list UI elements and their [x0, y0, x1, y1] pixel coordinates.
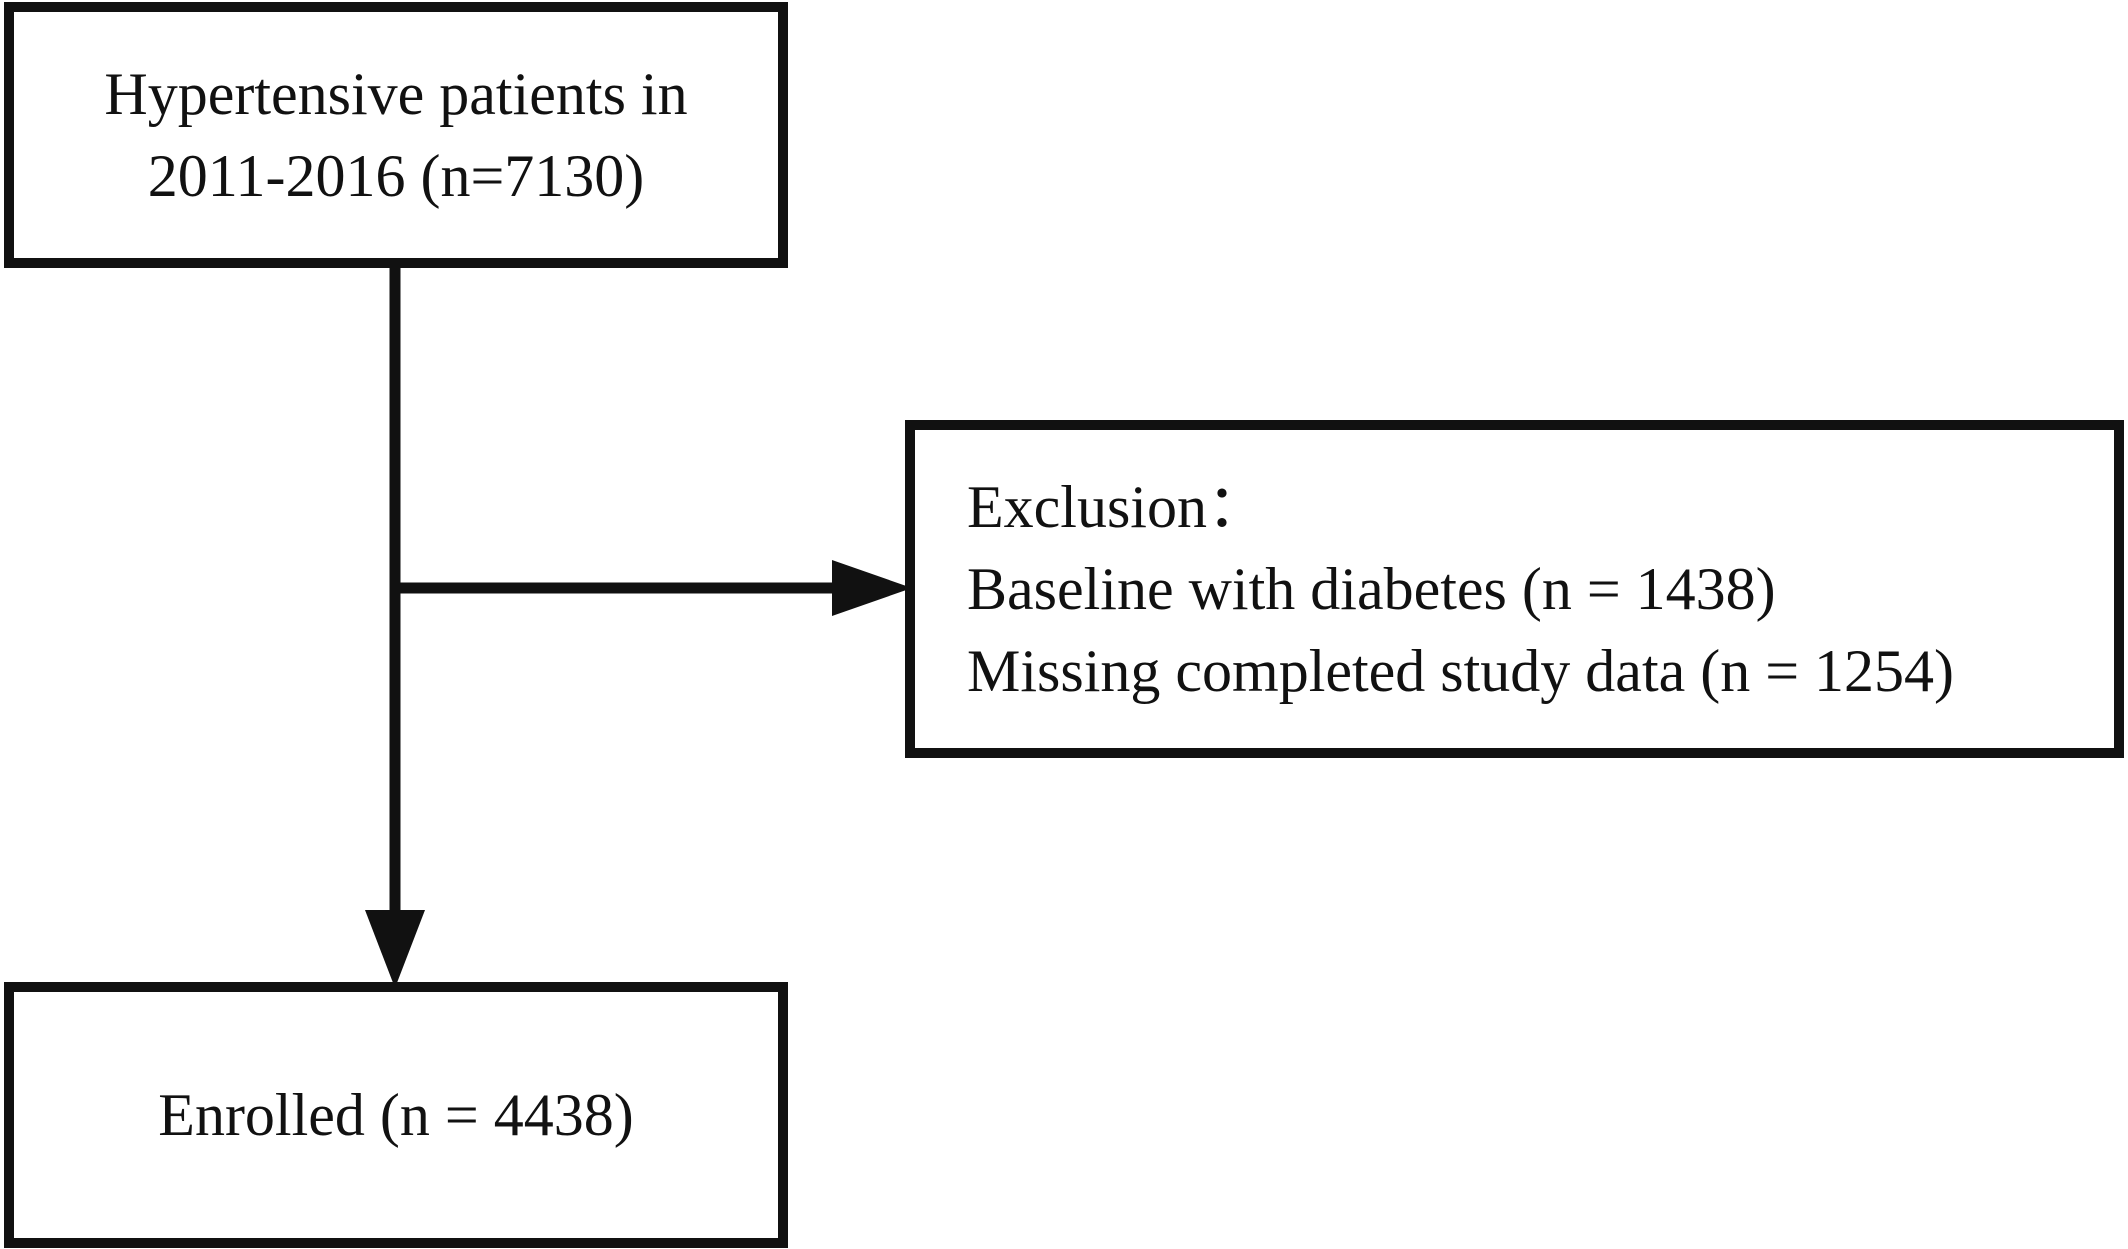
exclusion-item-missing-data: Missing completed study data (n = 1254)	[967, 638, 1955, 704]
right-arrowhead	[832, 560, 912, 616]
start-box: Hypertensive patients in 2011-2016 (n=71…	[4, 2, 788, 268]
down-arrowhead	[365, 910, 425, 988]
exclusion-heading: Exclusion：	[967, 474, 1267, 540]
exclusion-box: Exclusion： Baseline with diabetes (n = 1…	[905, 420, 2124, 758]
exclusion-item-diabetes: Baseline with diabetes (n = 1438)	[967, 556, 1776, 622]
start-box-line-1: Hypertensive patients in	[104, 61, 688, 127]
enrolled-label: Enrolled (n = 4438)	[158, 1082, 634, 1148]
start-box-line-2: 2011-2016 (n=7130)	[147, 143, 645, 209]
enrolled-box: Enrolled (n = 4438)	[4, 982, 788, 1248]
